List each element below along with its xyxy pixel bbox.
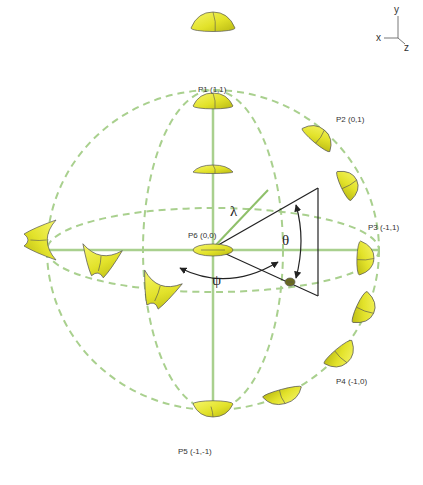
- surface-shape: [350, 290, 381, 329]
- point-label: P1 (1,1): [198, 86, 226, 95]
- surface-shape: [191, 12, 235, 32]
- surface-body: [193, 93, 233, 109]
- surface-shape: [193, 93, 233, 109]
- surface-shape: [24, 220, 56, 260]
- surface-shape: [78, 244, 123, 280]
- surface-line: [30, 240, 46, 242]
- point-label: P2 (0,1): [336, 116, 364, 125]
- axis-label: z: [404, 42, 409, 53]
- surface-body: [322, 338, 361, 374]
- surface-line: [356, 306, 373, 315]
- surface-body: [334, 166, 363, 202]
- angle-label: θ: [282, 232, 289, 249]
- surface-shape: [193, 401, 233, 417]
- axes: [47, 100, 379, 405]
- surface-line: [213, 93, 215, 109]
- angle-label: ψ: [212, 272, 221, 289]
- angle-triangle: [180, 188, 318, 296]
- surface-line: [357, 258, 374, 260]
- surface-line: [201, 250, 225, 251]
- surface-line: [341, 180, 357, 189]
- axis-label: x: [376, 32, 381, 43]
- surface-line: [211, 407, 213, 417]
- surface-line: [155, 286, 161, 301]
- surface-body: [191, 12, 235, 32]
- surface-body: [350, 290, 381, 329]
- surface-body: [193, 244, 233, 256]
- surface-shape: [322, 338, 361, 374]
- surface-shape: [300, 118, 338, 153]
- surface-body: [193, 165, 233, 174]
- surface-body: [300, 118, 338, 153]
- surface-line: [213, 165, 215, 173]
- surface-line: [213, 12, 215, 31]
- surface-line: [335, 350, 347, 364]
- sphere-guides: [47, 90, 379, 410]
- surface-body: [356, 241, 374, 276]
- surface-shape: [356, 241, 374, 276]
- surface-shape: [193, 244, 233, 256]
- point-label: P3 (-1,1): [368, 224, 399, 233]
- surface-line: [287, 282, 293, 283]
- point-label: P4 (-1,0): [336, 378, 367, 387]
- surface-body: [262, 384, 304, 408]
- surface-body: [285, 278, 295, 286]
- angle-label: λ: [230, 203, 237, 220]
- surface-body: [24, 220, 56, 260]
- surface-line: [98, 256, 101, 271]
- surface-shape: [134, 270, 183, 314]
- surface-shape: [285, 278, 295, 286]
- surface-shape: [334, 166, 363, 202]
- surface-line: [314, 130, 326, 143]
- lambda-vector: [213, 190, 268, 248]
- surface-body: [78, 244, 123, 280]
- point-label: P5 (-1,-1): [178, 448, 212, 457]
- surface-line: [279, 390, 285, 404]
- axis-label: y: [394, 4, 399, 15]
- surface-shape: [262, 384, 304, 408]
- point-label: P6 (0,0): [188, 232, 216, 241]
- surface-body: [134, 270, 183, 314]
- surface-shape: [193, 165, 233, 174]
- surface-body: [193, 401, 233, 417]
- axis-icon: [384, 16, 405, 44]
